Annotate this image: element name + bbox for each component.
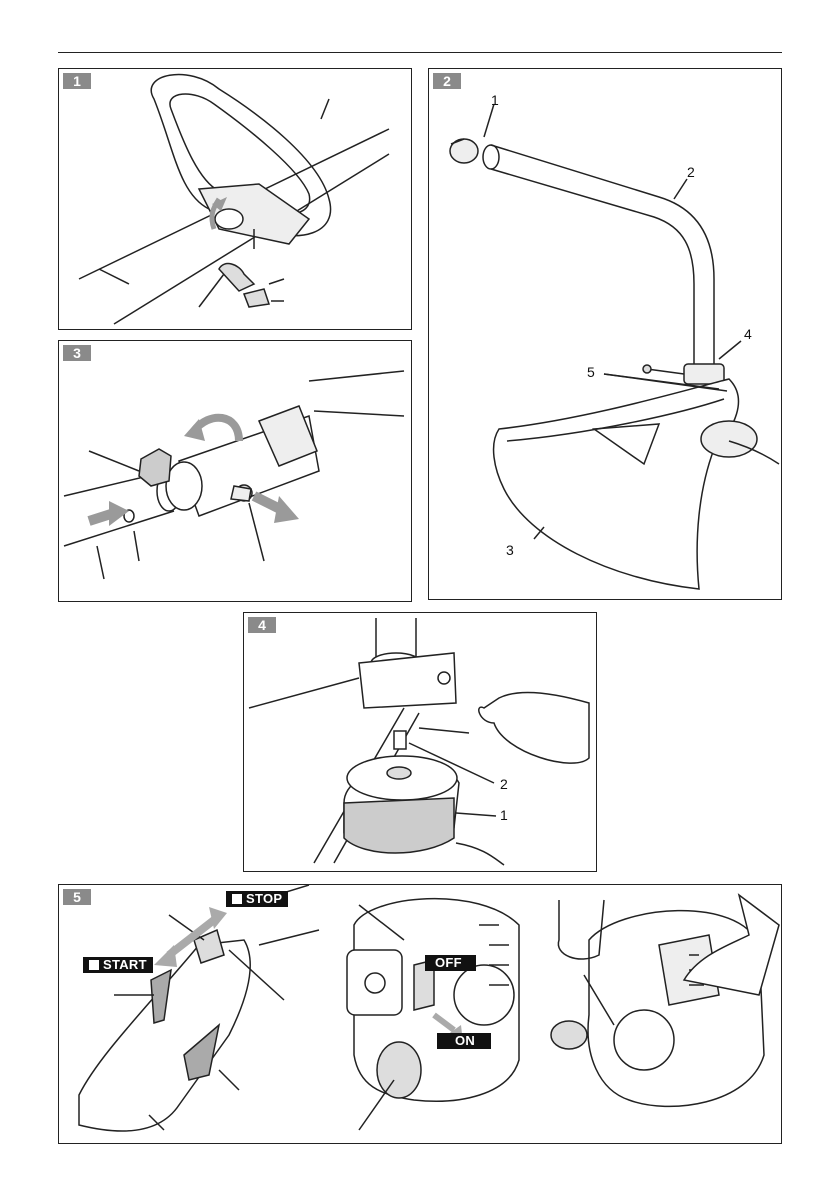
stop-text: STOP	[246, 891, 282, 906]
on-text: ON	[455, 1033, 475, 1048]
figure-2-panel: 2 1 2	[428, 68, 782, 600]
trimmer-head-illustration	[244, 613, 596, 871]
shaft-coupling-illustration	[59, 341, 411, 601]
figure-3-panel: 3	[58, 340, 412, 602]
callout-2: 2	[500, 777, 508, 791]
handle-assembly-illustration	[59, 69, 411, 329]
figure-4-panel: 4 2 1	[243, 612, 597, 872]
stop-label: STOP	[226, 891, 288, 907]
starting-procedure-illustration	[59, 885, 781, 1143]
start-label: START	[83, 957, 153, 973]
header-rule	[58, 52, 782, 53]
on-label: ON	[437, 1033, 491, 1049]
callout-1: 1	[491, 93, 499, 107]
callout-3: 3	[506, 543, 514, 557]
stop-symbol-icon	[232, 894, 242, 904]
off-label: OFF	[425, 955, 476, 971]
figure-5-panel: 5	[58, 884, 782, 1144]
callout-2: 2	[687, 165, 695, 179]
start-text: START	[103, 957, 147, 972]
callout-5: 5	[587, 365, 595, 379]
figure-1-panel: 1	[58, 68, 412, 330]
callout-1: 1	[500, 808, 508, 822]
off-text: OFF	[435, 955, 462, 970]
callout-4: 4	[744, 327, 752, 341]
guard-assembly-illustration	[429, 69, 781, 599]
start-symbol-icon	[89, 960, 99, 970]
